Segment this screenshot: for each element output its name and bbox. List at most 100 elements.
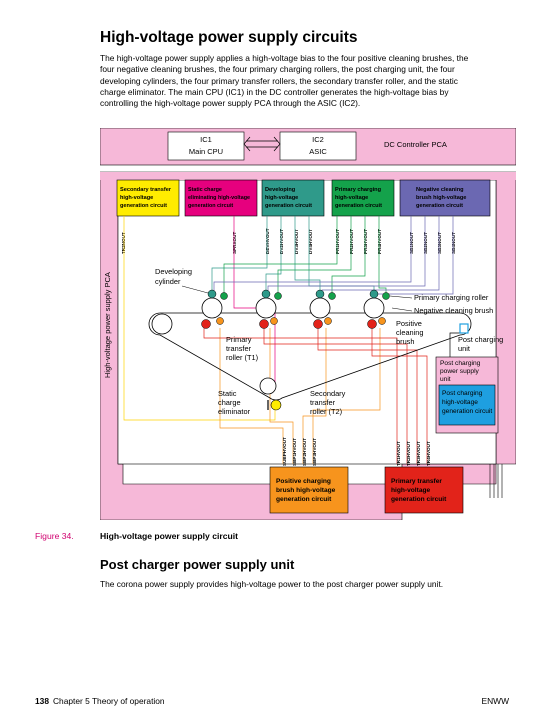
secondary-circuit-l2: high-voltage (120, 195, 153, 201)
primary-charging-circuit-l3: generation circuit (335, 203, 382, 209)
label-negative-cleaning-brush: Negative cleaning brush (414, 306, 493, 315)
chapter-title: Chapter 5 Theory of operation (52, 696, 165, 706)
label-secondary-l1: Secondary (310, 389, 346, 398)
positive-circuit-l3: generation circuit (276, 496, 332, 503)
drum-station-1 (201, 289, 228, 329)
label-positive-brush-l2: cleaning (396, 328, 424, 337)
post-charging-psu: Post charging power supply unit Post cha… (435, 356, 499, 434)
leader-negative (391, 307, 413, 312)
signal-sb3nout: SB3NOUT (437, 232, 442, 254)
pca-connector (489, 464, 503, 498)
signal-sprxout: SPRXOUT (232, 232, 237, 254)
primary-transfer-circuit-l3: generation circuit (391, 496, 447, 503)
signal-sb2nout: SB2NOUT (423, 232, 428, 254)
static-circuit-l3: generation circuit (188, 203, 233, 209)
ic1-box (167, 131, 245, 161)
signal-pr1hvout: PR1HVOUT (335, 229, 340, 254)
transfer-roller-3 (313, 319, 323, 329)
negative-cleaning-circuit: Negative cleaning brush high-voltage gen… (399, 179, 491, 217)
positive-circuit-l2: brush high-voltage (276, 487, 336, 494)
label-primary-transfer-l1: Primary (226, 335, 252, 344)
signal-tr2nout: TR2NOUT (121, 232, 126, 254)
secondary-circuit-l3: generation circuit (120, 203, 167, 209)
developing-circuit-l1: Developing (265, 187, 296, 193)
post-hv-l2: high-voltage (442, 399, 478, 406)
wire-dev1 (211, 216, 268, 292)
label-secondary-l2: transfer (310, 398, 336, 407)
label-positive-brush-l3: brush (396, 337, 415, 346)
developing-cylinder-4 (369, 289, 379, 299)
section-heading: Post charger power supply unit (100, 557, 295, 572)
post-charging-unit (459, 323, 469, 334)
post-psu-l2: power supply (440, 368, 480, 375)
wire-pr4 (378, 216, 387, 293)
label-static-l3: eliminator (218, 407, 251, 416)
hv-pca-inner (117, 179, 497, 465)
cleaning-brush-2 (270, 317, 278, 325)
static-circuit-l1: Static charge (188, 187, 222, 193)
wire-sbp1 (269, 328, 294, 464)
cleaning-brush-4 (378, 317, 386, 325)
drum-station-2 (255, 289, 282, 329)
dc-controller-label: DC Controller PCA (384, 140, 447, 149)
page-heading: High-voltage power supply circuits (100, 29, 358, 46)
label-developing-cylinder-l2: cylinder (155, 277, 181, 286)
page-number: 138 (35, 696, 49, 706)
wire-tr1 (203, 328, 398, 464)
label-static-l2: charge (218, 398, 241, 407)
signal-sbp3hvout: SBP3HVOUT (312, 438, 317, 466)
signal-dv3hvout: DV3HVOUT (294, 229, 299, 254)
signal-sb4nout: SB4NOUT (451, 232, 456, 254)
label-primary-transfer-l2: transfer (226, 344, 252, 353)
developing-circuit-l3: generation circuit (265, 203, 312, 209)
wire-tr3 (317, 328, 418, 464)
transfer-roller-2 (259, 319, 269, 329)
negative-circuit-l2: brush high-voltage (416, 195, 466, 201)
post-hv-l1: Post charging (442, 390, 483, 397)
static-circuit-l2: eliminating high-voltage (188, 195, 250, 201)
wire-tr2hv (263, 328, 408, 464)
ic1-label: IC1 (200, 135, 212, 144)
transfer-roller-4 (367, 319, 377, 329)
developing-cylinder-2 (261, 289, 271, 299)
leader-primary-charging (389, 295, 413, 299)
static-charge-circuit: Static charge eliminating high-voltage g… (184, 179, 258, 217)
post-psu-l1: Post charging (440, 360, 481, 367)
label-developing-cylinder-l1: Developing (155, 267, 192, 276)
signal-tr2hvout: TR2HVOUT (406, 441, 411, 466)
developing-cylinder-1 (207, 289, 217, 299)
wire-pr3 (331, 216, 366, 293)
intro-line: developing cylinders, the four primary t… (100, 75, 458, 86)
negative-circuit-l3: generation circuit (416, 203, 463, 209)
primary-transfer-circuit-l2: high-voltage (391, 487, 431, 494)
label-positive-brush-l1: Positive (396, 319, 422, 328)
wire-sbp0 (219, 328, 284, 464)
signal-pr2hvout: PR2HVOUT (349, 229, 354, 254)
developing-cylinder-3 (315, 289, 325, 299)
drum-station-3 (309, 289, 336, 329)
label-post-unit-l2: unit (458, 344, 470, 353)
drum-station-4 (363, 289, 390, 329)
signal-sbp2hvout: SBP2HVOUT (302, 438, 307, 466)
cleaning-brush-1 (216, 317, 224, 325)
signal-pr4hvout: PR4HVOUT (377, 229, 382, 254)
charging-roller-2 (274, 292, 282, 300)
signal-sbp1hvout: SBP1HVOUT (292, 438, 297, 466)
signal-devhvout: DEVHVOUT (265, 228, 270, 254)
signal-tr4hvout: TR4HVOUT (426, 441, 431, 466)
charging-roller-3 (328, 292, 336, 300)
intro-paragraph: The high-voltage power supply applies a … (100, 53, 510, 109)
intro-line: The high-voltage power supply applies a … (100, 53, 469, 63)
post-hv-l3: generation circuit (442, 408, 492, 415)
cleaning-brush-3 (324, 317, 332, 325)
signal-pr3hvout: PR3HVOUT (363, 229, 368, 254)
top-signal-labels: TR2NOUT SPRXOUT DEVHVOUT DV2HVOUT DV3HVO… (121, 228, 456, 254)
ic2-label: IC2 (312, 135, 324, 144)
ic2-box (279, 131, 357, 161)
leader-developing (181, 285, 209, 294)
signal-dv4hvout: DV4HVOUT (308, 229, 313, 254)
developing-circuit: Developing high-voltage generation circu… (261, 179, 325, 217)
wire-pr1 (223, 216, 338, 293)
signal-dv2hvout: DV2HVOUT (279, 229, 284, 254)
